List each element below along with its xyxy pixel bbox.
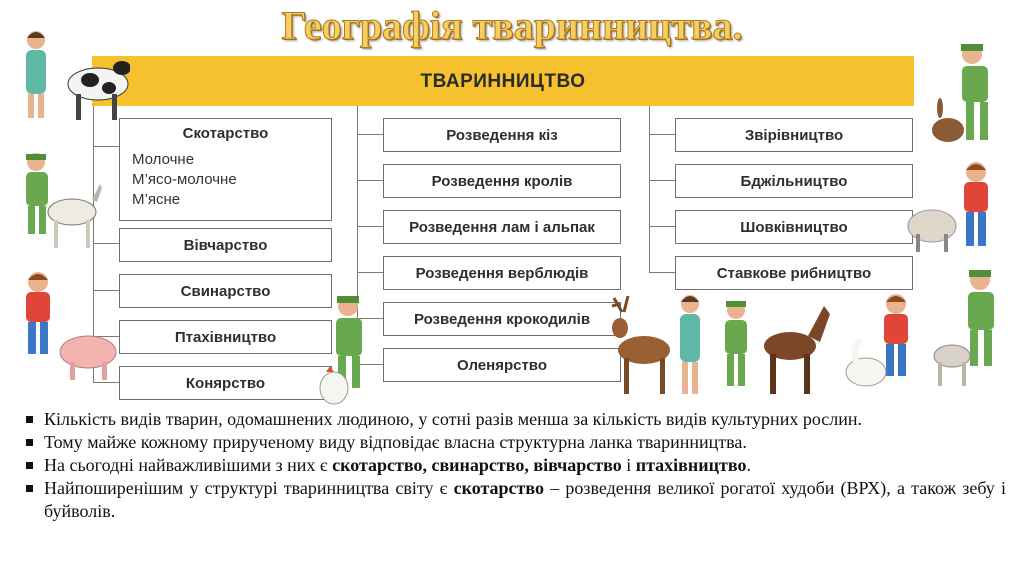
branch-label: Розведення крокодилів (413, 310, 591, 328)
boy-with-goose-illustration (845, 294, 908, 387)
bold-term: птахівництво (635, 455, 747, 475)
branch-label: Шовківництво (740, 218, 848, 236)
farmer-with-goat-illustration (26, 153, 102, 248)
bullet-text: Найпоширенішим у структурі тваринництва … (44, 478, 454, 498)
farmer-with-cow-illustration (26, 31, 130, 120)
branch-box: Бджільництво (675, 164, 913, 198)
cattle-breeding-box: Скотарство Молочне М’ясо-молочне М’ясне (119, 118, 332, 221)
connector-line (649, 272, 675, 274)
bold-term: скотарство (453, 478, 544, 498)
connector-line (93, 290, 120, 292)
branch-box: Розведення кролів (383, 164, 621, 198)
bullet-item: На сьогодні найважливішими з них є скота… (26, 454, 1006, 477)
branch-label: Птахівництво (174, 328, 277, 346)
branch-box: Свинарство (119, 274, 332, 308)
boy-with-sheep-illustration (907, 162, 988, 252)
branch-label: Вівчарство (183, 236, 268, 254)
bullet-list: Кількість видів тварин, одомашнених люди… (26, 408, 1006, 523)
bullet-item: Тому майже кожному прирученому виду відп… (26, 431, 1006, 454)
bullet-text: На сьогодні найважливішими з них є (44, 455, 333, 475)
connector-line (357, 106, 359, 364)
branch-label: Розведення кіз (446, 126, 558, 144)
branch-box: Розведення лам і альпак (383, 210, 621, 244)
bullet-text: – розведення великої рогатої худоби (ВРХ… (44, 478, 1006, 521)
branch-box: Звірівництво (675, 118, 913, 152)
branch-label: Свинарство (180, 282, 271, 300)
connector-line (649, 134, 675, 136)
connector-line (357, 134, 383, 136)
cattle-subtype: Молочне (132, 151, 195, 168)
bullet-item: Кількість видів тварин, одомашнених люди… (26, 408, 1006, 431)
bold-term: скотарство, свинарство, вівчарство (332, 455, 622, 475)
cattle-breeding-label: Скотарство (182, 125, 269, 142)
branch-label: Розведення кролів (431, 172, 573, 190)
connector-line (357, 226, 383, 228)
cattle-subtype: М’ясо-молочне (132, 171, 237, 188)
bullet-text: Кількість видів тварин, одомашнених люди… (44, 409, 863, 429)
connector-line (357, 318, 383, 320)
bullet-text: . (746, 455, 751, 475)
connector-line (93, 146, 120, 148)
branch-box: Ставкове рибництво (675, 256, 913, 290)
branch-label: Розведення верблюдів (415, 264, 589, 282)
connector-line (93, 336, 120, 338)
branch-box: Розведення верблюдів (383, 256, 621, 290)
livestock-banner: ТВАРИННИЦТВО (92, 56, 914, 106)
branch-box: Конярство (119, 366, 332, 400)
branch-box: Оленярство (383, 348, 621, 382)
connector-line (649, 106, 651, 272)
branch-label: Бджільництво (740, 172, 848, 190)
branch-box: Розведення крокодилів (383, 302, 621, 336)
connector-line (357, 272, 383, 274)
branch-box: Шовківництво (675, 210, 913, 244)
connector-line (357, 364, 383, 366)
connector-line (649, 226, 675, 228)
farmer-with-goat-right-illustration (933, 270, 994, 386)
connector-line (357, 180, 383, 182)
bullet-item: Найпоширенішим у структурі тваринництва … (26, 477, 1006, 523)
branch-label: Розведення лам і альпак (409, 218, 595, 236)
branch-box: Розведення кіз (383, 118, 621, 152)
connector-line (93, 382, 120, 384)
branch-label: Звірівництво (744, 126, 844, 144)
branch-label: Конярство (185, 374, 266, 392)
branch-box: Вівчарство (119, 228, 332, 262)
cattle-subtype: М’ясне (132, 191, 181, 208)
banner-label: ТВАРИННИЦТВО (420, 71, 586, 92)
branch-box: Птахівництво (119, 320, 332, 354)
connector-line (93, 243, 120, 245)
bullet-text: і (621, 455, 636, 475)
boy-with-pig-illustration (26, 272, 117, 380)
deer-and-woman-illustration (611, 295, 700, 394)
farmer-with-horse-illustration (725, 301, 830, 394)
branch-label: Оленярство (457, 356, 547, 374)
page-title: Географія тваринництва. (281, 3, 743, 49)
farmer-with-rabbit-illustration (932, 44, 988, 142)
bullet-text: Тому майже кожному прирученому виду відп… (44, 432, 747, 452)
branch-label: Ставкове рибництво (716, 264, 872, 282)
farmer-with-chicken-illustration (319, 296, 362, 405)
connector-line (649, 180, 675, 182)
